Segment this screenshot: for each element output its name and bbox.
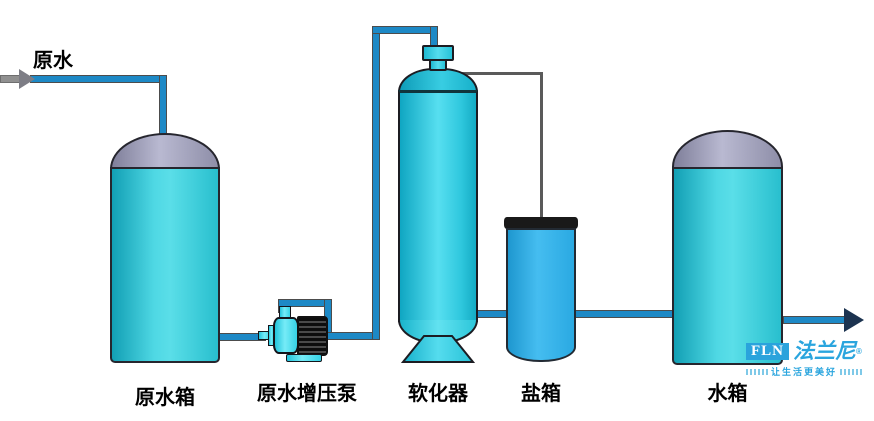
- raw-water-tank-dome: [110, 133, 220, 169]
- raw-water-tank-body: [110, 167, 220, 363]
- water-tank-outlet-pipe: [783, 316, 846, 324]
- softener-stand: [400, 335, 476, 363]
- softener-valve-neck: [429, 59, 447, 71]
- water-tank-body: [672, 167, 783, 365]
- inlet-arrow-icon: [0, 66, 36, 92]
- salt-tank-label: 盐箱: [521, 383, 561, 405]
- brine-line-horizontal: [455, 72, 543, 75]
- softener-riser-pipe: [372, 26, 380, 340]
- water-tank-label: 水箱: [707, 383, 748, 405]
- booster-pump-label: 原水增压泵: [257, 383, 357, 405]
- brand-watermark: FLN 法兰尼® 让生活更美好: [746, 341, 872, 378]
- brand-tagline: 让生活更美好: [771, 367, 838, 377]
- outlet-arrow-icon: [844, 308, 864, 332]
- softener-body: [398, 90, 478, 322]
- tagline-stripe-left: [746, 368, 768, 375]
- pump-foot: [286, 354, 322, 362]
- brand-logo-box: FLN: [746, 343, 789, 360]
- brand-name-text: 法兰尼®: [793, 340, 862, 363]
- brine-line-vertical: [540, 72, 543, 218]
- water-tank-dome: [672, 130, 783, 167]
- registered-mark: ®: [856, 347, 862, 356]
- inlet-water-label: 原水: [33, 50, 73, 72]
- pump-head: [273, 317, 299, 354]
- softener-label: 软化器: [408, 383, 468, 405]
- tagline-stripe-right: [840, 368, 863, 375]
- raw-water-tank-label: 原水箱: [135, 387, 195, 409]
- salt-tank-body: [506, 228, 576, 362]
- inlet-pipe-horizontal: [30, 75, 166, 83]
- salt-tank-lid: [504, 217, 578, 229]
- raw-tank-inlet-riser: [159, 75, 167, 137]
- pump-motor: [297, 316, 328, 356]
- softener-top-pipe: [372, 26, 438, 34]
